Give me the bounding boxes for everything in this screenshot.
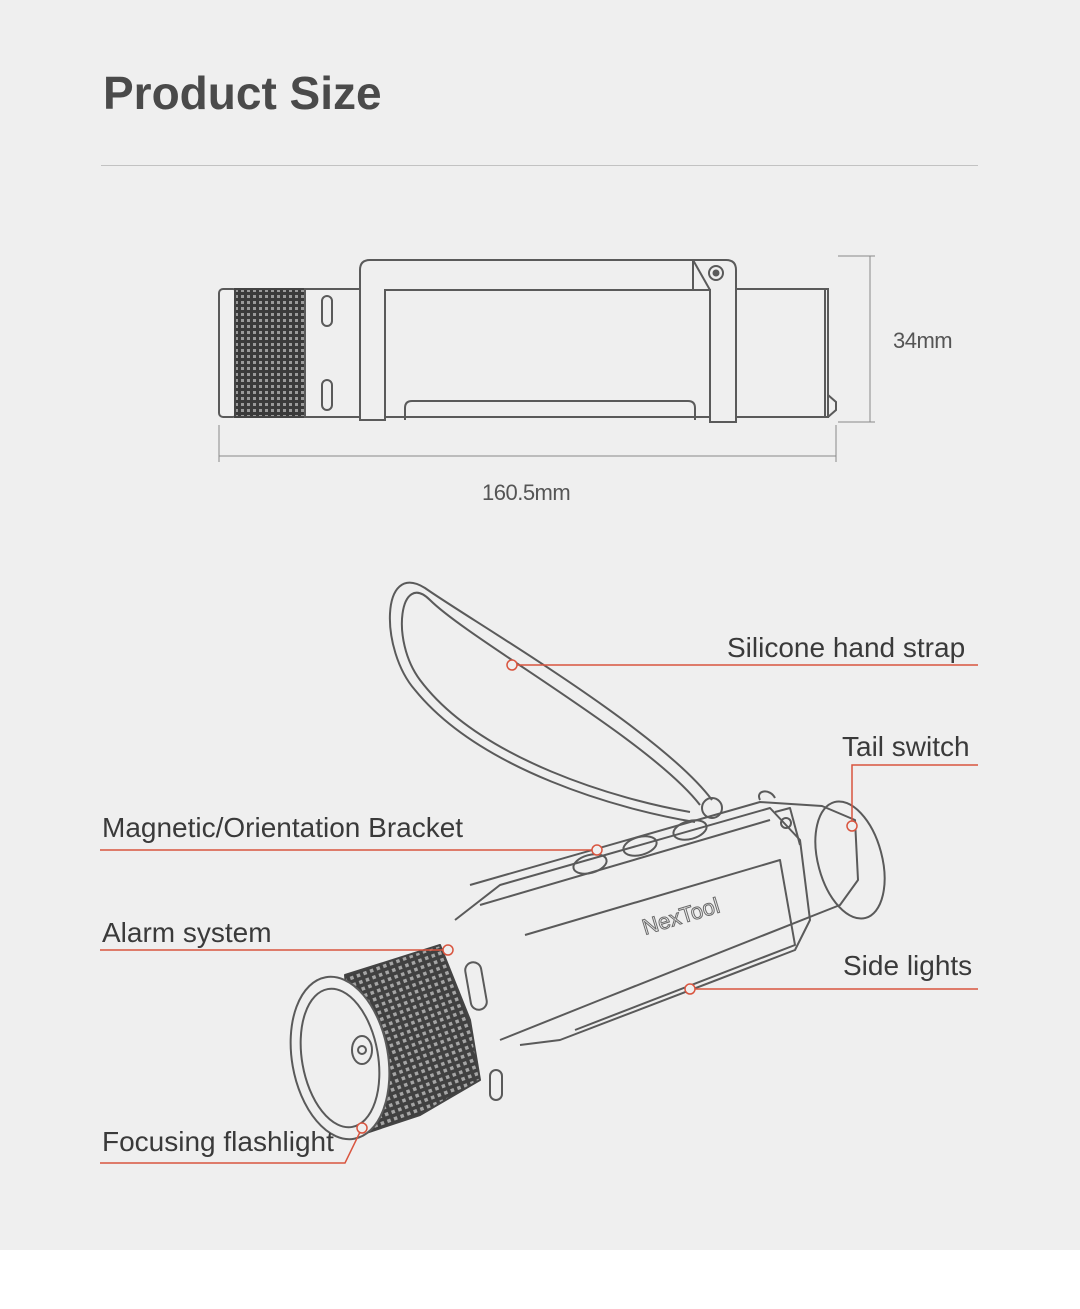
page-title: Product Size xyxy=(103,67,382,119)
flashlight-side-view xyxy=(218,259,837,423)
length-dimension-label: 160.5mm xyxy=(482,480,571,505)
dimension-lines xyxy=(218,255,875,462)
callout-lines xyxy=(100,659,978,1164)
callout-side-lights: Side lights xyxy=(843,950,973,981)
callout-hand-strap: Silicone hand strap xyxy=(727,632,966,663)
callout-focusing: Focusing flashlight xyxy=(102,1126,334,1157)
callout-alarm: Alarm system xyxy=(102,917,272,948)
callout-bracket: Magnetic/Orientation Bracket xyxy=(102,812,464,843)
callout-tail-switch: Tail switch xyxy=(842,731,970,762)
height-dimension-label: 34mm xyxy=(893,328,953,353)
product-size-panel: Product Size xyxy=(0,0,1080,1250)
brand-logo: NexTool xyxy=(639,893,722,940)
title-divider xyxy=(101,165,978,166)
side-view-drawing: NexTool xyxy=(100,255,978,1164)
flashlight-perspective xyxy=(289,581,886,1141)
